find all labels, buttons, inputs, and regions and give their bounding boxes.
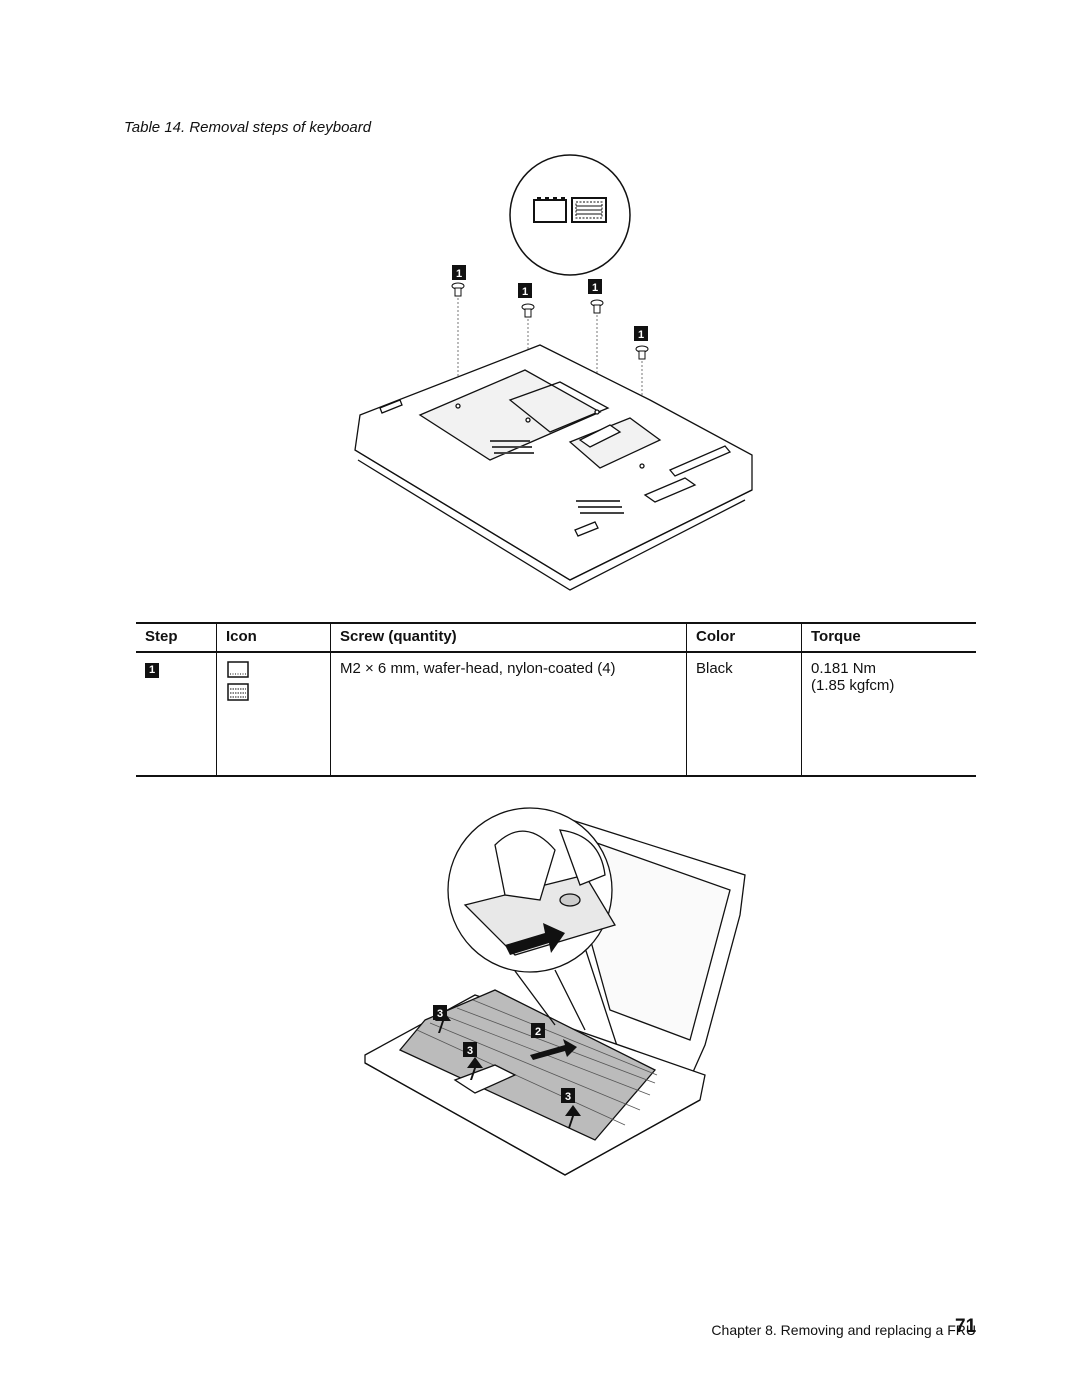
cell-torque: 0.181 Nm (1.85 kgfcm) (801, 652, 976, 777)
header-icon: Icon (216, 622, 331, 653)
torque-nm: 0.181 Nm (811, 660, 877, 677)
slide-arrow-small (530, 1039, 577, 1060)
callout-label: 1 (456, 268, 462, 280)
callout-label: 3 (467, 1045, 473, 1057)
callout-label: 2 (535, 1026, 541, 1038)
callout-badge (531, 1023, 545, 1038)
callout-badge (518, 283, 532, 298)
computer-bottom (354, 344, 753, 591)
figure-keyboard-removal: 3 2 3 3 (364, 807, 746, 1176)
header-step: Step (136, 622, 217, 653)
keyboard-icon (571, 197, 607, 223)
callout-label: 1 (522, 286, 528, 298)
icon-pair (227, 661, 249, 701)
footer-chapter: Chapter 8. Removing and replacing a FRU (711, 1322, 976, 1338)
figure-bottom-view: 1 1 1 1 (354, 154, 753, 591)
table-row: 1 M2 × 6 mm, wafer-head, nylon-coated (4 (136, 652, 976, 777)
callout-label: 3 (437, 1008, 443, 1020)
cell-icon (216, 652, 331, 777)
callout-label: 3 (565, 1091, 571, 1103)
header-torque: Torque (801, 622, 976, 653)
header-color: Color (686, 622, 802, 653)
torque-kgfcm: (1.85 kgfcm) (811, 677, 895, 694)
bottom-cover-icon (533, 197, 567, 223)
screw-spec-table: Step Icon Screw (quantity) Color Torque … (136, 622, 976, 777)
table-header-row: Step Icon Screw (quantity) Color Torque (136, 622, 976, 653)
header-screw: Screw (quantity) (330, 622, 687, 653)
callout-badge (561, 1088, 575, 1103)
callout-badge (433, 1005, 447, 1020)
page-number: 71 (955, 1316, 977, 1337)
bottom-cover-icon (227, 661, 249, 678)
callout-badge (634, 326, 648, 341)
step-badge: 1 (145, 663, 159, 678)
callout-label: 1 (638, 329, 644, 341)
callout-badge (452, 265, 466, 280)
cell-screw: M2 × 6 mm, wafer-head, nylon-coated (4) (330, 652, 687, 777)
screw-icon (451, 282, 649, 360)
table-caption: Table 14. Removal steps of keyboard (124, 119, 372, 136)
keyboard-icon (227, 683, 249, 701)
callout-label: 1 (592, 282, 598, 294)
callout-badge (463, 1042, 477, 1057)
laptop-open (364, 807, 746, 1176)
callout-badge (588, 279, 602, 294)
slide-arrow-large (505, 923, 565, 955)
cell-step: 1 (136, 652, 217, 777)
vent-pattern (490, 440, 624, 514)
cell-color: Black (686, 652, 802, 777)
